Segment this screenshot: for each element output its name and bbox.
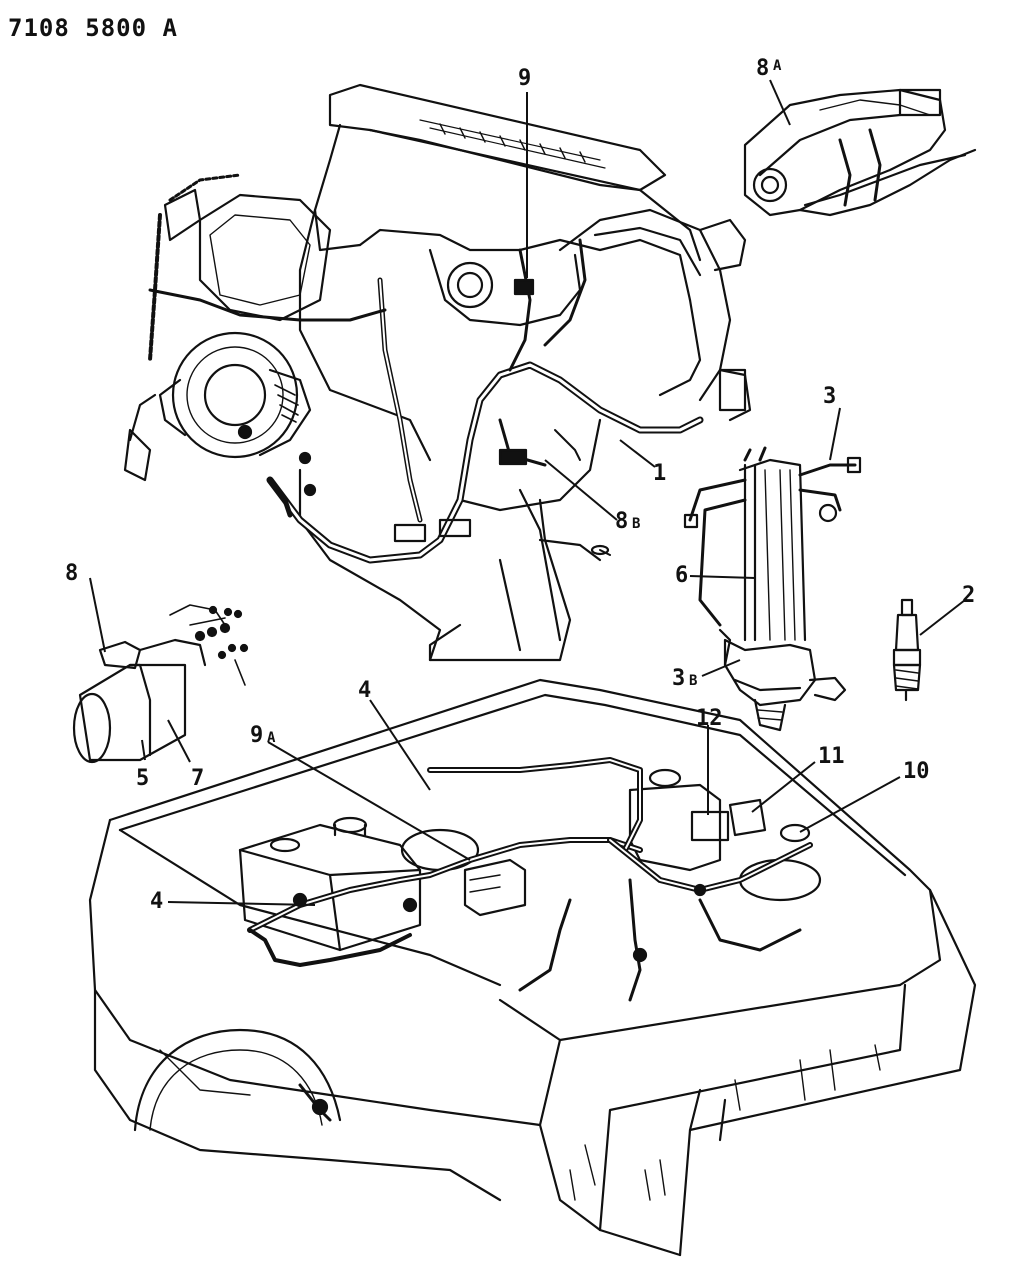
callout-7: 7: [191, 766, 204, 791]
callout-3b-suffix: B: [689, 673, 697, 689]
callout-4-bottom: 4: [150, 889, 163, 914]
callout-12: 12: [696, 706, 723, 731]
spark-plug-illustration: [892, 598, 922, 702]
callout-9: 9: [518, 66, 531, 91]
callout-8b-suffix: B: [632, 516, 640, 532]
callout-9a-suffix: A: [267, 730, 276, 746]
callout-4-top: 4: [358, 678, 371, 703]
engine-illustration: [123, 83, 752, 662]
leader-lines: [89, 79, 966, 906]
callout-8: 8: [65, 561, 78, 586]
document-id: 7108 5800 A: [8, 14, 178, 42]
callout-5: 5: [136, 766, 149, 791]
callout-8a: 8: [756, 56, 769, 81]
callout-6: 6: [675, 563, 688, 588]
ignition-coil-illustration: [72, 604, 249, 764]
callout-10: 10: [903, 759, 930, 784]
callout-8a-suffix: A: [773, 58, 782, 74]
callout-11: 11: [818, 744, 845, 769]
callout-3: 3: [823, 384, 836, 409]
callout-8b: 8: [615, 509, 628, 534]
callout-labels: 9 8 A 1 8 B 3 6 3 B 2 8 5 7 4 9 A 4 12 1…: [65, 56, 975, 914]
callout-3b: 3: [672, 666, 685, 691]
callout-1: 1: [653, 461, 666, 486]
distributor-illustration: [683, 446, 862, 732]
callout-9a: 9: [250, 723, 263, 748]
callout-2: 2: [962, 583, 975, 608]
harness-connector-8a-inset: [743, 88, 977, 217]
engine-compartment-illustration: [88, 678, 977, 1257]
